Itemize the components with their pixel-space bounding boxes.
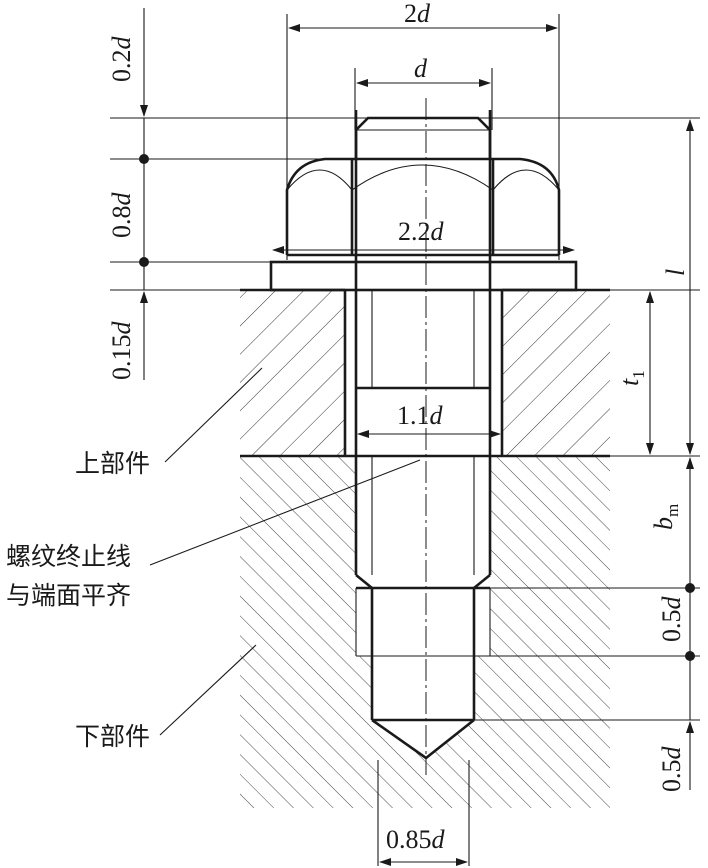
label-upper-part: 上部件 (75, 449, 150, 478)
leader-lines (149, 367, 421, 736)
dim-t1: t1 (615, 370, 648, 386)
dim-top-width: 2d (404, 0, 431, 28)
dimension-dots (139, 154, 695, 661)
dim-chamfer-a: 0.5d (657, 596, 686, 643)
dim-washer-thk: 0.15d (107, 321, 136, 381)
stud (354, 110, 492, 590)
dim-length: l (661, 269, 690, 276)
dim-protrusion: 0.2d (107, 36, 136, 83)
dim-washer-dia: 2.2d (398, 217, 445, 246)
dim-chamfer-b: 0.5d (657, 746, 686, 793)
hex-nut (285, 157, 561, 257)
dim-nut-height: 0.8d (107, 192, 136, 239)
dim-bm: bm (649, 504, 682, 530)
dim-hole-dia: 1.1d (397, 401, 444, 430)
washer (269, 260, 578, 292)
tapped-hole (355, 588, 491, 760)
label-thread-end-line1: 螺纹终止线 (6, 542, 131, 571)
dim-nut-width: d (414, 54, 428, 83)
label-lower-part: 下部件 (75, 722, 150, 751)
dim-tip-dia: 0.85d (386, 825, 446, 854)
label-thread-end-line2: 与端面平齐 (6, 581, 131, 610)
stud-end (354, 116, 492, 159)
upper-part-hatch (240, 290, 610, 456)
